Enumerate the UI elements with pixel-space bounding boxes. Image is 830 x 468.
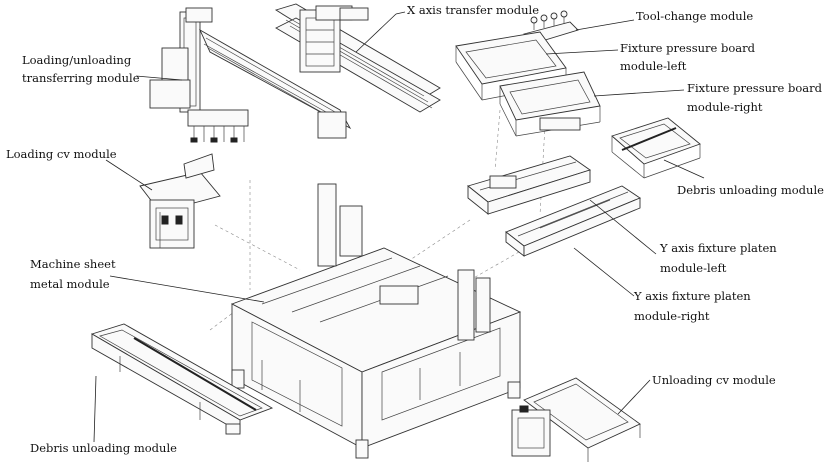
label-machine-sheet-line1: Machine sheet xyxy=(30,257,116,271)
label-debris-unloading-left: Debris unloading module xyxy=(30,441,177,455)
debris-unloading-right-drawing xyxy=(611,117,701,179)
label-fixture-left-line1: Fixture pressure board xyxy=(620,41,756,55)
label-loading-unloading-line1: Loading/unloading xyxy=(22,53,132,67)
label-debris-unloading-right: Debris unloading module xyxy=(677,183,824,197)
label-y-platen-right-line1: Y axis fixture platen xyxy=(633,289,751,303)
label-x-axis-transfer: X axis transfer module xyxy=(407,3,539,17)
leader-lines xyxy=(93,11,705,443)
label-loading-unloading-line2: transferring module xyxy=(22,71,140,85)
label-tool-change: Tool-change module xyxy=(636,9,753,23)
label-y-platen-right-line2: module-right xyxy=(634,309,710,323)
label-group: X axis transfer module Tool-change modul… xyxy=(6,3,824,455)
unloading-cv-module-drawing xyxy=(511,377,641,462)
label-fixture-left-line2: module-left xyxy=(620,59,687,73)
label-y-platen-left-line2: module-left xyxy=(660,261,727,275)
machine-sheet-metal-drawing xyxy=(230,183,522,459)
gripper-array xyxy=(187,109,249,143)
label-y-platen-left-line1: Y axis fixture platen xyxy=(659,241,777,255)
loading-unloading-transfer-module-drawing xyxy=(149,7,352,143)
label-fixture-right-line2: module-right xyxy=(687,100,763,114)
label-unloading-cv: Unloading cv module xyxy=(652,373,776,387)
y-axis-platen-left-drawing xyxy=(467,155,592,215)
debris-unloading-left-drawing xyxy=(90,323,274,435)
y-axis-platen-right-drawing xyxy=(505,185,641,257)
label-machine-sheet-line2: metal module xyxy=(30,277,110,291)
label-fixture-right-line1: Fixture pressure board xyxy=(687,81,823,95)
x-axis-transfer-module-drawing xyxy=(274,3,441,113)
loading-cv-module-drawing xyxy=(139,153,221,249)
label-loading-cv: Loading cv module xyxy=(6,147,117,161)
fixture-board-right-drawing xyxy=(499,71,601,137)
